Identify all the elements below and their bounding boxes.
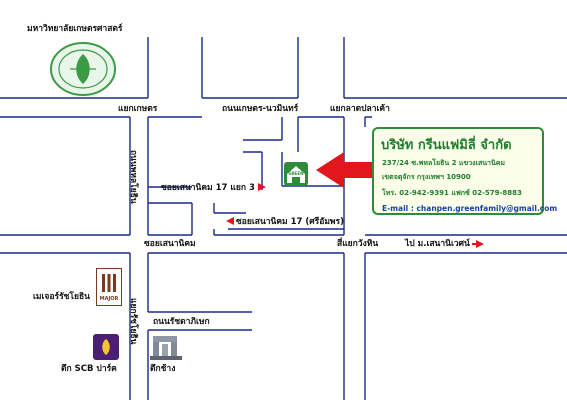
- company-email: E-mail : chanpen.greenfamily@gmail.com: [382, 204, 558, 213]
- pointer-arrow: [316, 152, 372, 188]
- company-name: บริษัท กรีนแฟมิลี่ จำกัด: [381, 138, 512, 153]
- label-scb: ตึก SCB ปาร์ค: [61, 364, 117, 374]
- label-kaset-intersection: แยกเกษตร: [118, 104, 158, 114]
- label-phahonyothin: ถนนพหลโยธิน: [128, 150, 138, 204]
- scb-logo-icon: [93, 334, 119, 360]
- company-address-1: 237/24 ซ.พหลโยธิน 2 แขวงเสนานิคม: [382, 159, 506, 167]
- elephant-building-icon: [150, 334, 182, 360]
- major-logo-icon: MAJOR: [96, 268, 122, 306]
- kasetsart-seal-icon: [48, 40, 118, 98]
- label-soi-17-sriamphon: ซอยเสนานิคม 17 (ศรีอัมพร): [236, 217, 344, 227]
- label-kasetsart: มหาวิทยาลัยเกษตรศาสตร์: [27, 24, 123, 34]
- label-ratchayothin: แยกรัชโยธิน: [128, 298, 138, 345]
- label-soi-senanikhom: ซอยเสนานิคม: [144, 239, 196, 249]
- label-elephant: ตึกช้าง: [150, 364, 176, 374]
- company-address-2: เขตจตุจักร กรุงเทพฯ 10900: [382, 173, 471, 181]
- label-major: เมเจอร์รัชโยธิน: [33, 292, 90, 302]
- road-network: [0, 37, 567, 400]
- label-soi-17-3: ซอยเสนานิคม 17 แยก 3: [161, 183, 255, 193]
- greenfamily-logo: GREEN: [284, 162, 308, 186]
- logo-text: GREEN: [288, 171, 304, 176]
- label-ratchadaphisek: ถนนรัชดาภิเษก: [153, 317, 210, 327]
- road-arrows: [226, 183, 484, 248]
- label-kaset-nawamin: ถนนเกษตร-นวมินทร์: [222, 104, 299, 114]
- company-phone: โทร. 02-942-9391 แฟกซ์ 02-579-8883: [382, 189, 522, 197]
- house-icon: [287, 166, 305, 183]
- label-to-senanikhom-village: ไป ม.เสนานิเวศน์: [405, 239, 470, 249]
- label-si-yaek-wang-hin: สี่แยกวังหิน: [337, 239, 379, 249]
- company-info-card: บริษัท กรีนแฟมิลี่ จำกัด 237/24 ซ.พหลโยธ…: [372, 127, 557, 215]
- major-logo-text: MAJOR: [99, 296, 119, 302]
- label-lat-pla-khao: แยกลาดปลาเค้า: [330, 104, 390, 114]
